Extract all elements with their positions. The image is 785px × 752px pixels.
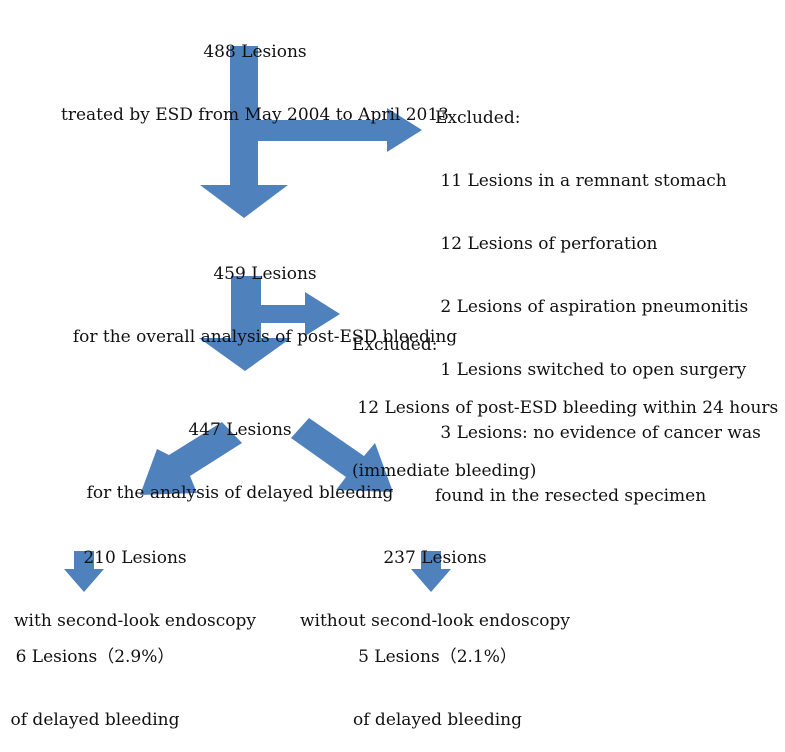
excluded-item: 12 Lesions of post-ESD bleeding within 2…	[352, 398, 779, 418]
delayed-analysis-node: 447 Lesions for the analysis of delayed …	[0, 378, 480, 525]
excluded-item: 11 Lesions in a remnant stomach	[435, 171, 727, 191]
right-arrow-icon	[258, 108, 422, 152]
without-second-look-count: 237 Lesions	[383, 548, 487, 568]
without-result-count: 5 Lesions（2.1%）	[358, 647, 517, 667]
down-right-arrow-icon	[291, 418, 393, 492]
excluded-item: 2 Lesions of aspiration pneumonitis	[435, 297, 749, 317]
with-second-look-node: 210 Lesions with second-look endoscopy	[0, 506, 270, 653]
with-second-look-result: 6 Lesions（2.9%） of delayed bleeding	[0, 605, 190, 752]
excluded-item-continuation: found in the resected specimen	[435, 486, 707, 506]
down-arrow-icon	[411, 551, 451, 592]
start-count: 488 Lesions	[203, 42, 307, 62]
delayed-description: for the analysis of delayed bleeding	[86, 483, 394, 503]
overall-description: for the overall analysis of post-ESD ble…	[72, 327, 458, 347]
without-second-look-description: without second-look endoscopy	[299, 611, 570, 631]
excluded-box-2: Excluded: 12 Lesions of post-ESD bleedin…	[352, 293, 778, 503]
excluded-item: 1 Lesions switched to open surgery	[435, 360, 747, 380]
overall-count: 459 Lesions	[213, 264, 317, 284]
down-arrow-icon	[64, 551, 104, 592]
excluded-item-continuation: (immediate bleeding)	[352, 461, 537, 481]
without-second-look-result: 5 Lesions（2.1%） of delayed bleeding	[340, 605, 535, 752]
with-result-description: of delayed bleeding	[10, 710, 180, 730]
without-second-look-node: 237 Lesions without second-look endoscop…	[290, 506, 580, 653]
down-arrow-icon	[199, 276, 291, 371]
flow-arrows	[64, 46, 451, 592]
right-arrow-icon	[261, 292, 340, 336]
excluded-title-1: Excluded:	[435, 108, 521, 128]
with-result-count: 6 Lesions（2.9%）	[15, 647, 175, 667]
without-result-description: of delayed bleeding	[353, 710, 522, 730]
excluded-item: 3 Lesions: no evidence of cancer was	[435, 423, 761, 443]
with-second-look-count: 210 Lesions	[83, 548, 187, 568]
delayed-count: 447 Lesions	[188, 420, 292, 440]
start-node: 488 Lesions treated by ESD from May 2004…	[0, 0, 510, 147]
start-description: treated by ESD from May 2004 to April 20…	[60, 105, 449, 125]
down-left-arrow-icon	[140, 422, 242, 495]
excluded-box-1: Excluded: 11 Lesions in a remnant stomac…	[435, 66, 761, 528]
down-arrow-icon	[200, 46, 288, 218]
with-second-look-description: with second-look endoscopy	[14, 611, 256, 631]
overall-node: 459 Lesions for the overall analysis of …	[0, 222, 530, 369]
excluded-item: 12 Lesions of perforation	[435, 234, 658, 254]
excluded-title-2: Excluded:	[352, 335, 438, 355]
